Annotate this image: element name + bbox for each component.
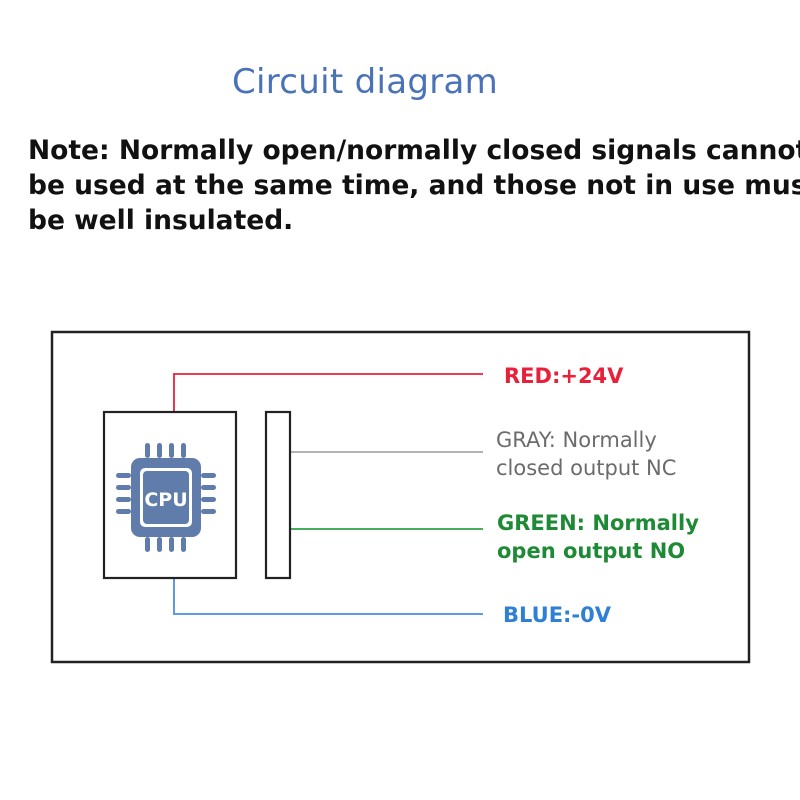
red-wire-label: RED:+24V (504, 364, 624, 388)
red-wire (173, 373, 483, 412)
note-text: Note: Normally open/normally closed sign… (28, 133, 800, 238)
gray-wire-label-line-2: closed output NC (496, 456, 677, 480)
output-terminal (264, 410, 292, 580)
enclosure-frame (50, 330, 751, 664)
page-title: Circuit diagram (231, 62, 499, 102)
green-wire-label: GREEN: Normally open output NO (497, 509, 699, 565)
note-line-2: be used at the same time, and those not … (28, 170, 800, 201)
gray-wire-label: GRAY: Normally closed output NC (496, 426, 676, 482)
blue-wire-label: BLUE:-0V (503, 603, 612, 627)
note-line-1: Note: Normally open/normally closed sign… (28, 135, 800, 166)
green-wire-label-line-1: GREEN: Normally (497, 511, 699, 535)
blue-wire (173, 578, 483, 615)
cpu-icon (116, 443, 216, 552)
note-line-3: be well insulated. (28, 205, 294, 236)
cpu-label: CPU (144, 489, 187, 511)
gray-wire-label-line-1: GRAY: Normally (496, 428, 657, 452)
green-wire-label-line-2: open output NO (497, 539, 686, 563)
